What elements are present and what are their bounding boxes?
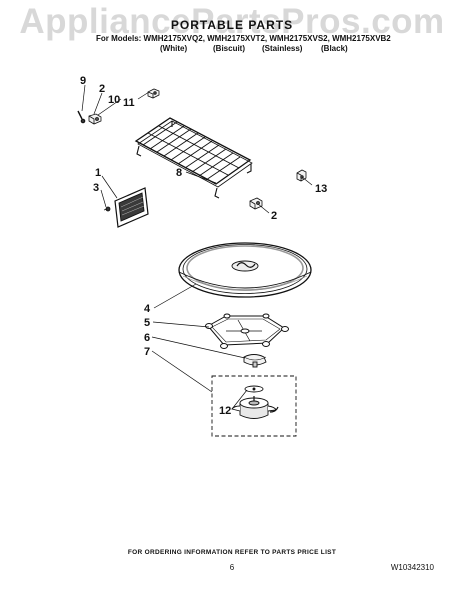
color-label-white: (White) xyxy=(160,44,188,53)
watermark: AppliancePartsPros.com xyxy=(19,2,445,41)
part-2-support-upper xyxy=(88,113,102,125)
part-12-drive-disk xyxy=(244,385,264,393)
callout-7: 7 xyxy=(144,346,150,358)
callout-13: 13 xyxy=(315,183,327,195)
part-8-wire-rack xyxy=(134,117,253,199)
callout-6: 6 xyxy=(144,332,150,344)
callout-12: 12 xyxy=(219,405,231,417)
callout-10: 10 xyxy=(108,94,120,106)
callout-8: 8 xyxy=(176,167,182,179)
document-number: W10342310 xyxy=(390,563,434,572)
part-6-coupler xyxy=(243,354,267,368)
color-label-black: (Black) xyxy=(321,44,348,53)
part-11-support-clip xyxy=(147,88,160,99)
page-title: PORTABLE PARTS xyxy=(170,18,294,32)
color-label-biscuit: (Biscuit) xyxy=(213,44,245,53)
part-9-screw xyxy=(77,110,86,124)
ordering-info-note: FOR ORDERING INFORMATION REFER TO PARTS … xyxy=(127,549,337,556)
part-2-support-lower xyxy=(249,197,263,210)
callout-1: 1 xyxy=(95,167,101,179)
callout-2-lower: 2 xyxy=(271,210,277,222)
color-label-stainless: (Stainless) xyxy=(262,44,303,53)
page-number: 6 xyxy=(229,563,235,572)
leader-lines xyxy=(81,84,313,410)
part-7-motor-assembly xyxy=(211,375,297,437)
callout-2-upper: 2 xyxy=(99,83,105,95)
callout-4: 4 xyxy=(144,303,151,315)
models-line: For Models: WMH2175XVQ2, WMH2175XVT2, WM… xyxy=(96,34,391,43)
callout-3: 3 xyxy=(93,182,99,194)
part-4-turntable-tray xyxy=(178,242,312,298)
part-5-roller-ring xyxy=(205,313,289,349)
callout-5: 5 xyxy=(144,317,150,329)
callout-11: 11 xyxy=(123,97,135,109)
part-3-screw xyxy=(103,206,111,212)
part-1-vent-grille xyxy=(114,187,149,228)
callout-9: 9 xyxy=(80,75,86,87)
turntable-motor xyxy=(231,396,279,419)
